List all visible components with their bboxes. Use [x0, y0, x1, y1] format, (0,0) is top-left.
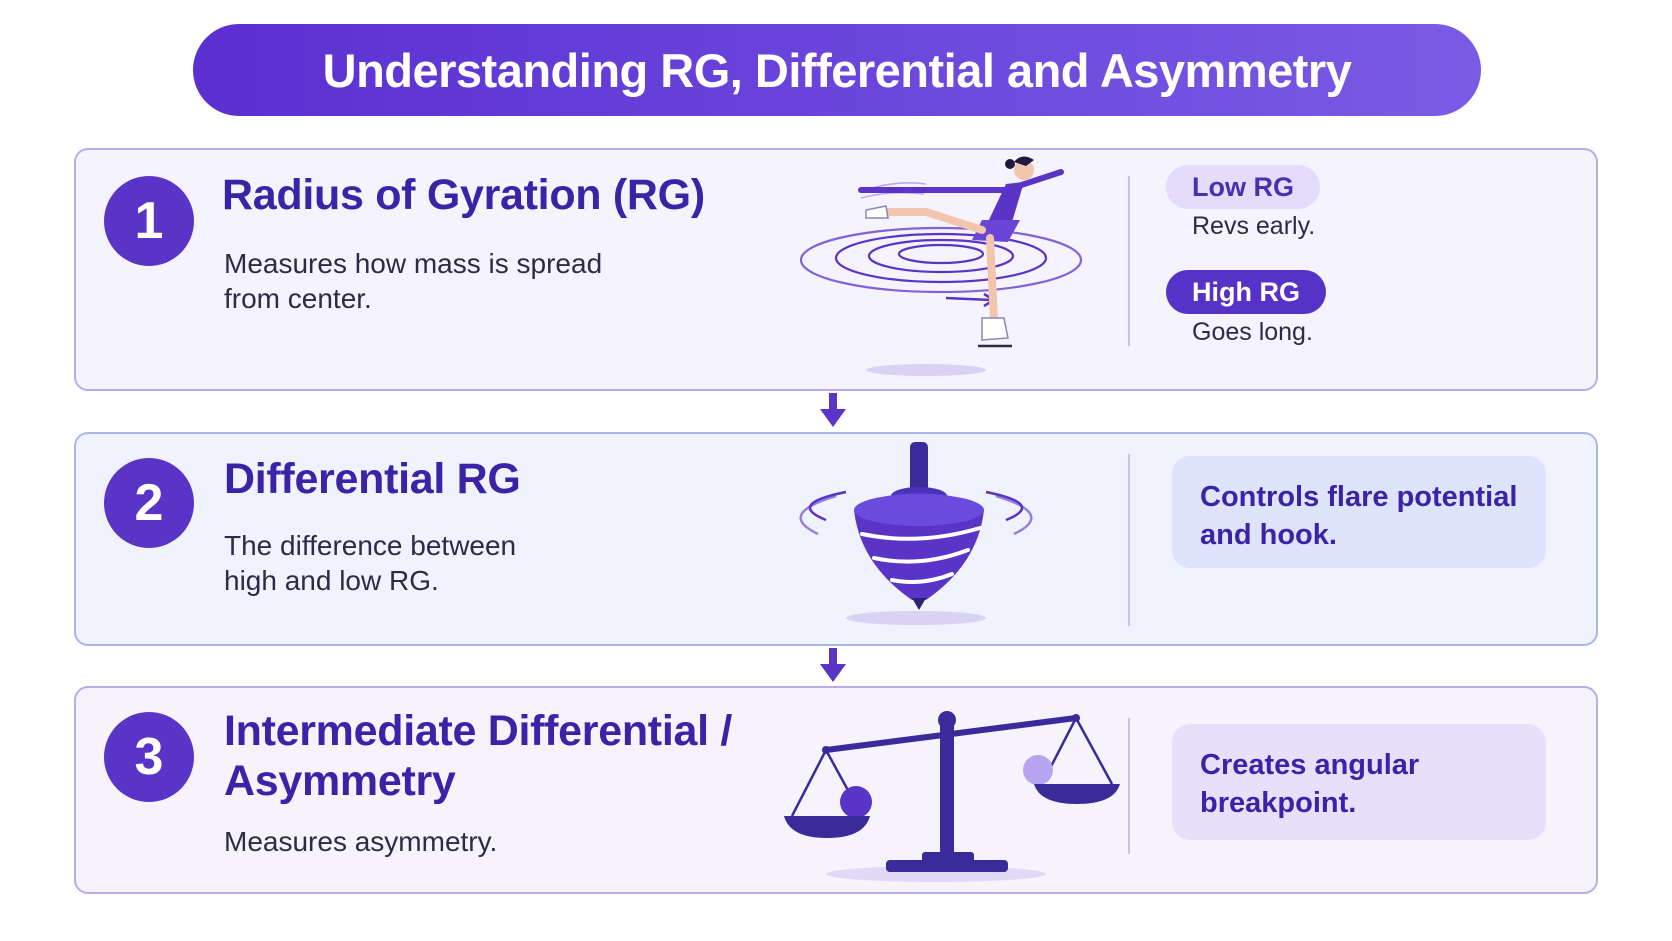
- differential-info-box: Controls flare potential and hook.: [1172, 456, 1546, 568]
- title-line: Asymmetry: [224, 757, 456, 805]
- card-title-2: Differential RG: [224, 455, 521, 503]
- description-line: high and low RG.: [224, 565, 439, 596]
- step-number-1: 1: [104, 176, 194, 266]
- card-asymmetry: 3 Intermediate Differential / Asymmetry …: [74, 686, 1598, 894]
- card-description-2: The difference between high and low RG.: [224, 528, 516, 598]
- description-line: Measures how mass is spread: [224, 248, 603, 279]
- card-divider: [1128, 176, 1130, 346]
- card-title-1: Radius of Gyration (RG): [222, 171, 705, 219]
- card-title-3: Intermediate Differential / Asymmetry: [224, 706, 732, 806]
- asymmetry-info-box: Creates angular breakpoint.: [1172, 724, 1546, 840]
- card-differential-rg: 2 Differential RG The difference between…: [74, 432, 1598, 646]
- high-rg-badge: High RG: [1166, 270, 1326, 314]
- step-number-2: 2: [104, 458, 194, 548]
- down-arrow-icon: [820, 648, 846, 682]
- step-number-3: 3: [104, 712, 194, 802]
- figure-skater-icon: [799, 156, 1083, 376]
- card-description-3: Measures asymmetry.: [224, 826, 498, 857]
- high-rg-note: Goes long.: [1192, 318, 1313, 346]
- card-radius-of-gyration: 1 Radius of Gyration (RG) Measures how m…: [74, 148, 1598, 391]
- title-banner: Understanding RG, Differential and Asymm…: [193, 24, 1481, 116]
- description-line: The difference between: [224, 530, 517, 561]
- low-rg-badge: Low RG: [1166, 165, 1320, 209]
- info-line: breakpoint.: [1200, 787, 1357, 819]
- info-line: Controls flare potential: [1200, 481, 1518, 513]
- card-divider: [1128, 454, 1130, 626]
- info-line: Creates angular: [1200, 749, 1420, 781]
- spinning-top-icon: [799, 442, 1033, 625]
- card-divider: [1128, 718, 1130, 854]
- low-rg-note: Revs early.: [1192, 212, 1316, 240]
- title-line: Intermediate Differential /: [224, 707, 733, 755]
- card-description-1: Measures how mass is spread from center.: [224, 246, 602, 316]
- balance-scale-icon: [784, 711, 1120, 882]
- page-title: Understanding RG, Differential and Asymm…: [322, 43, 1352, 97]
- info-line: and hook.: [1200, 519, 1337, 551]
- down-arrow-icon: [820, 393, 846, 427]
- description-line: from center.: [224, 283, 372, 314]
